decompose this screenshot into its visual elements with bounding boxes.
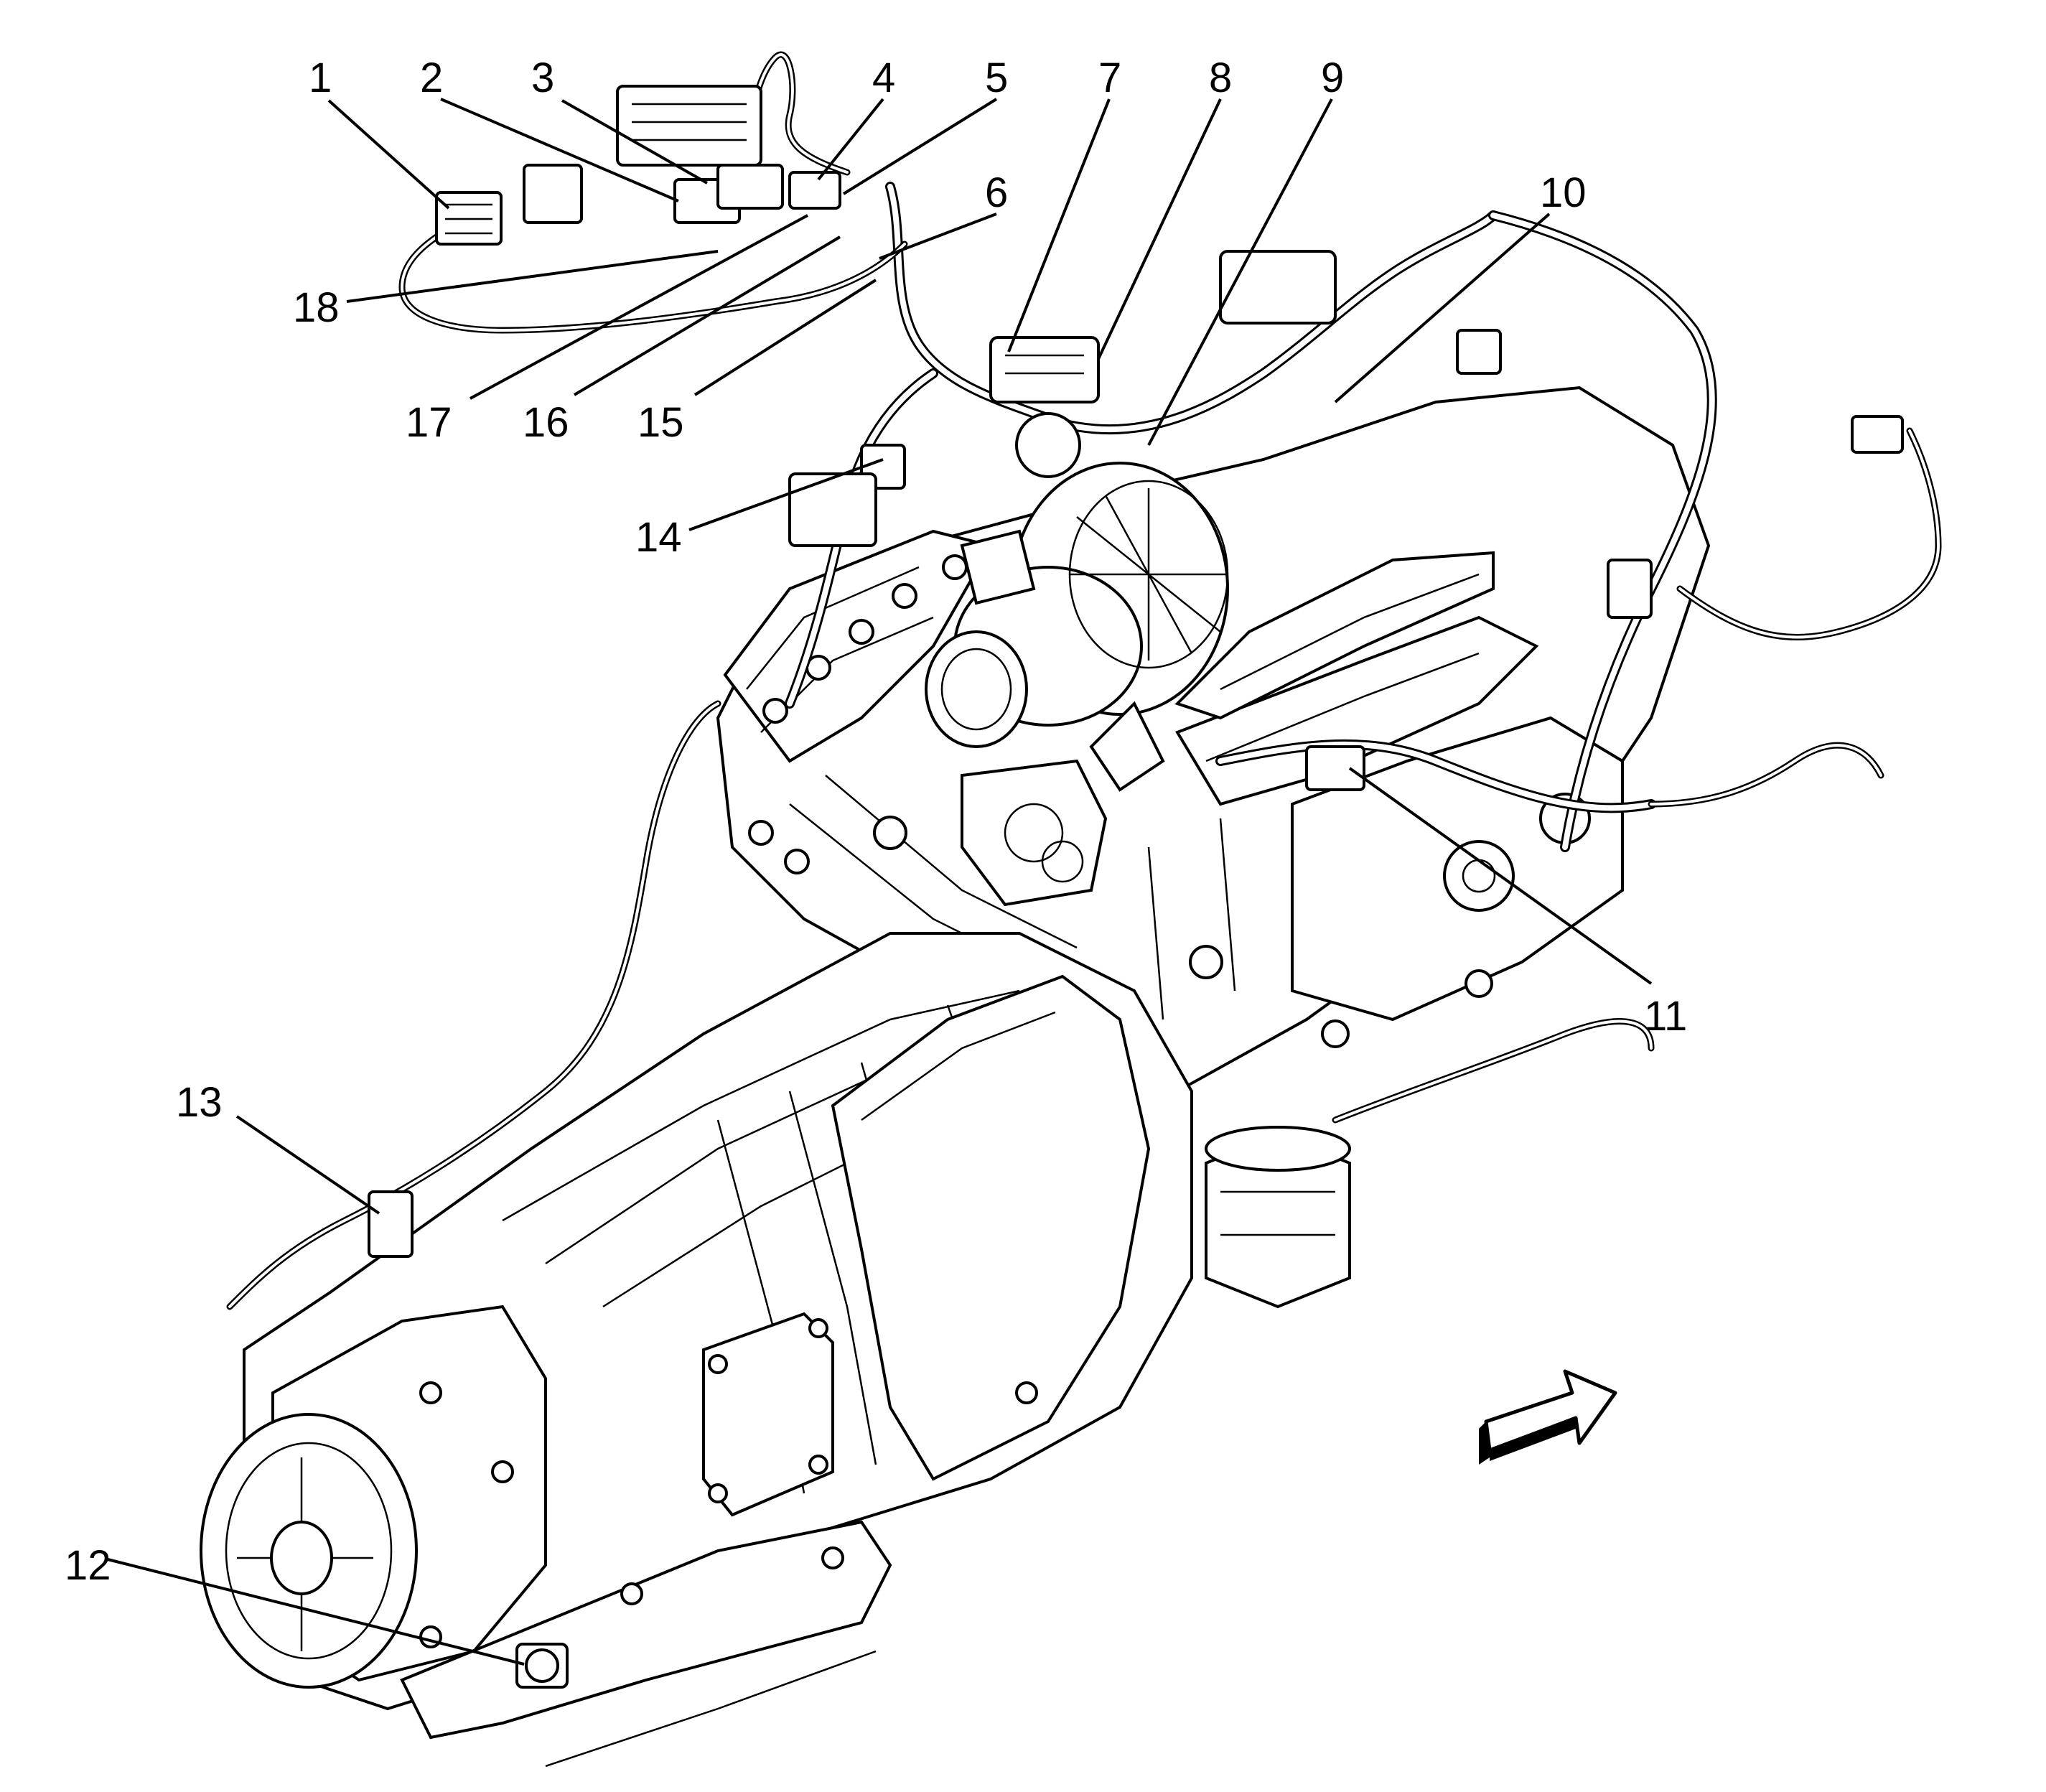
callout-2: 2 (420, 55, 443, 101)
head-bolts (762, 554, 968, 724)
callout-labels: 1 2 3 4 5 6 7 8 9 10 11 12 13 14 15 16 1… (65, 55, 1687, 1589)
callout-12: 12 (65, 1542, 111, 1589)
wiring-harness (226, 51, 1942, 1310)
callout-6: 6 (985, 169, 1008, 216)
callout-11: 11 (1644, 993, 1687, 1040)
callout-14: 14 (635, 514, 682, 561)
callout-13: 13 (176, 1079, 223, 1126)
leader-lines (107, 98, 1653, 1666)
callout-7: 7 (1098, 55, 1121, 101)
callout-10: 10 (1540, 169, 1587, 216)
callout-9: 9 (1321, 55, 1344, 101)
callout-4: 4 (872, 55, 895, 101)
callout-16: 16 (523, 399, 569, 446)
callout-5: 5 (985, 55, 1008, 101)
view-direction-arrow-icon (1479, 1369, 1617, 1465)
callout-3: 3 (531, 55, 554, 101)
callout-15: 15 (637, 399, 684, 446)
callout-8: 8 (1209, 55, 1232, 101)
callout-1: 1 (309, 55, 332, 101)
fuse-relay-block-icon (616, 85, 762, 167)
connectors (368, 85, 1904, 1689)
callout-17: 17 (406, 399, 452, 446)
callout-18: 18 (293, 284, 340, 331)
turbocharger (925, 462, 1229, 792)
